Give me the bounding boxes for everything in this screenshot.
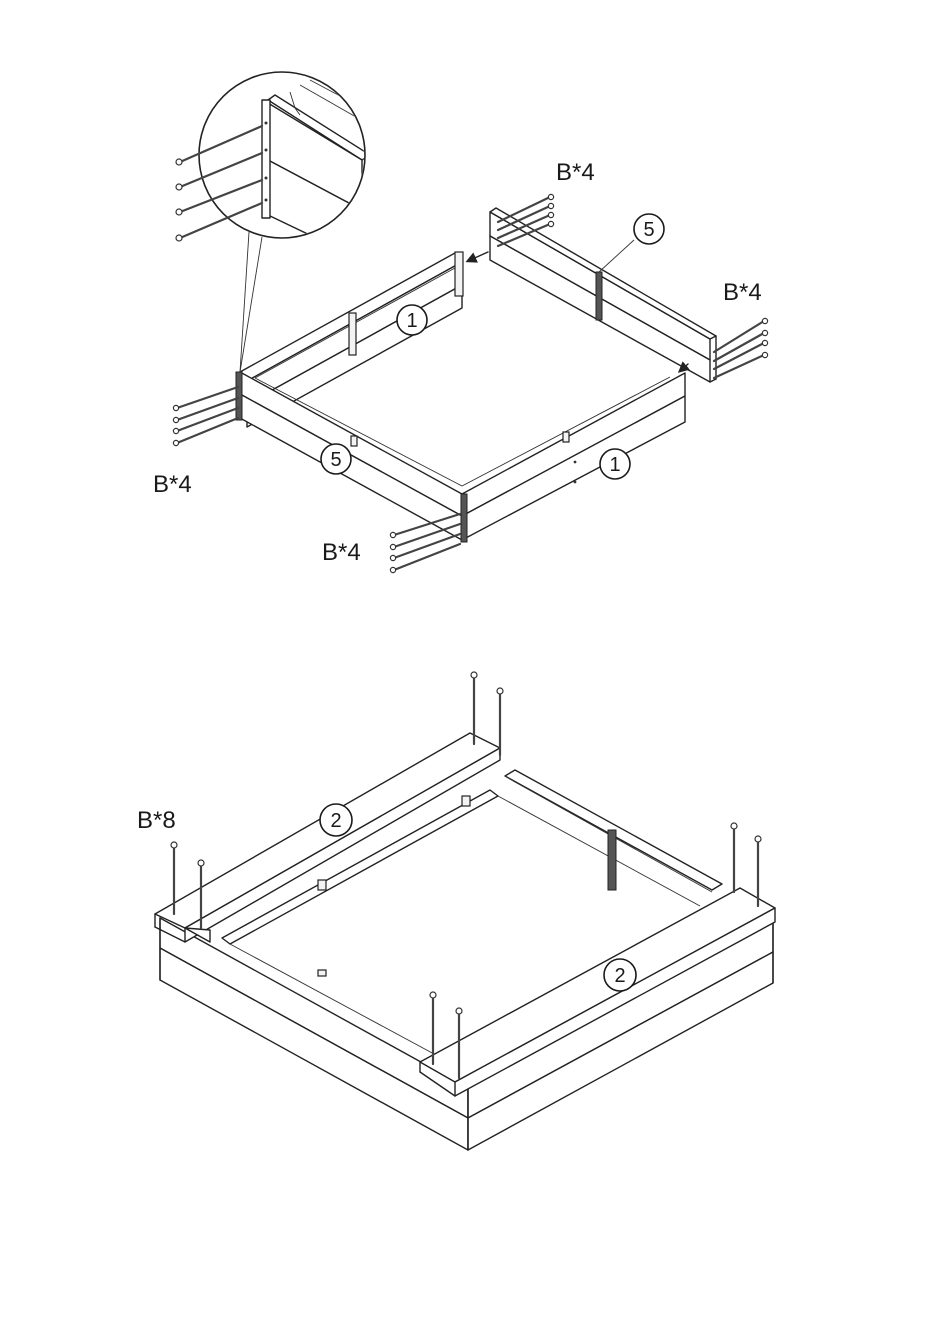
screw-callout: B*4 (153, 471, 192, 498)
part-label-text: 5 (330, 449, 341, 471)
screw-callout: B*4 (556, 159, 595, 186)
screw-icon (714, 318, 768, 378)
screw-callout: B*4 (723, 279, 762, 306)
arrow-icon (468, 252, 488, 261)
part-label: 5 (634, 214, 664, 244)
part-label: 5 (321, 444, 351, 474)
top-board-2 (155, 733, 500, 942)
screw-callout: B*8 (137, 807, 176, 834)
part-label-text: 5 (643, 219, 654, 241)
step2-figure: 2 2 B*8 (137, 672, 775, 1150)
part-label: 2 (320, 804, 352, 836)
part-label: 1 (397, 305, 427, 335)
step1-figure: 1 1 5 5 B*4 B*4 B*4 B*4 (153, 72, 768, 573)
part-label-text: 2 (330, 810, 341, 832)
part-label: 1 (600, 449, 630, 479)
screw-callout: B*4 (322, 539, 361, 566)
part-label-text: 2 (614, 965, 625, 987)
part-label-text: 1 (406, 310, 417, 332)
part-label: 2 (604, 959, 636, 991)
part-label-text: 1 (609, 454, 620, 476)
screw-icon (173, 387, 238, 446)
